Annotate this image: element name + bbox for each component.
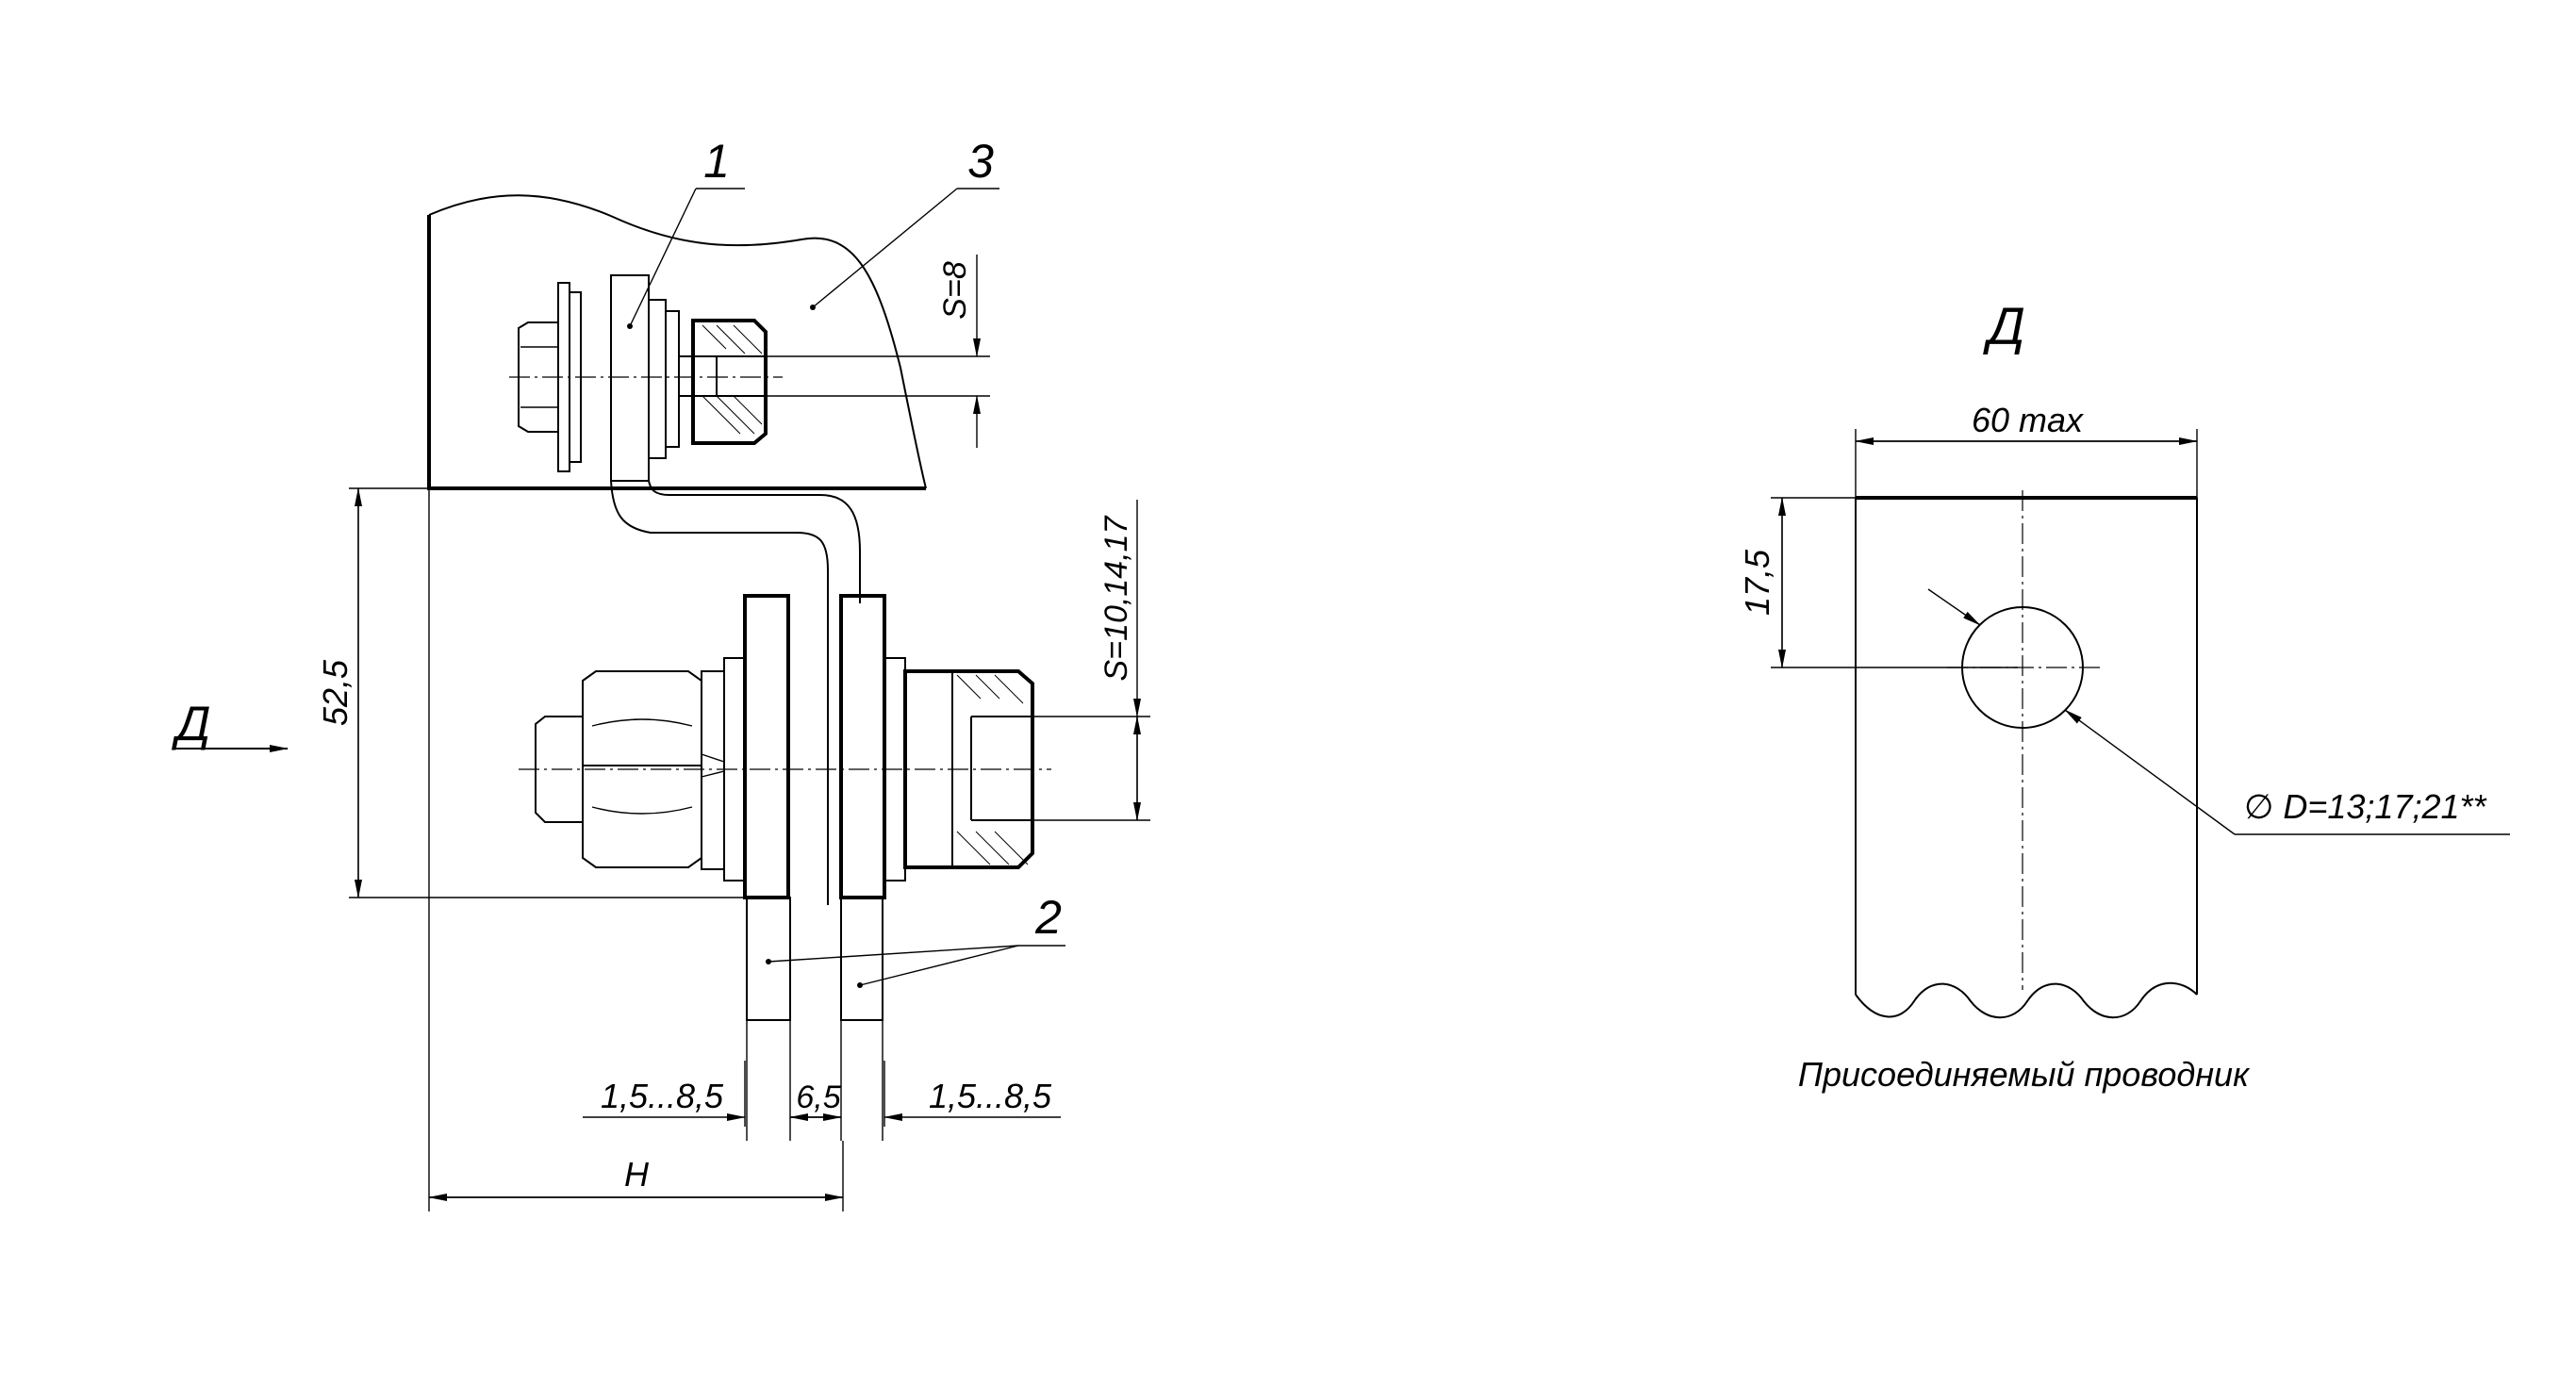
part-number-1: 1 xyxy=(703,135,730,188)
conductor-outline xyxy=(1855,496,2198,1019)
dimension-s-bottom-label: S=10,14,17 xyxy=(1098,515,1134,681)
part-number-2: 2 xyxy=(1034,891,1062,944)
dimension-gap-right-label: 1,5...8,5 xyxy=(929,1077,1052,1115)
dimension-h-label: H xyxy=(624,1155,650,1194)
part-number-3: 3 xyxy=(967,135,994,188)
dimension-offset xyxy=(1771,497,2018,668)
assembly-view: 1 3 2 Д S=8 S=10,14,17 xyxy=(172,135,1150,1211)
upper-nut-section xyxy=(691,319,768,445)
dimension-s-bottom xyxy=(1032,500,1150,821)
dimension-s-top xyxy=(766,255,990,448)
view-title: Д xyxy=(1982,296,2024,355)
dimension-width xyxy=(1855,429,2198,498)
dimension-height-label: 52,5 xyxy=(316,659,355,726)
dimension-gap-mid-label: 6,5 xyxy=(796,1079,840,1115)
part-leaders xyxy=(627,188,1065,988)
dimension-offset-label: 17,5 xyxy=(1738,549,1776,616)
upper-bolt-assembly xyxy=(509,274,783,482)
dimension-diameter xyxy=(1927,588,2510,835)
dimension-width-label: 60 max xyxy=(1972,401,2085,439)
dimension-diameter-label: ∅ D=13;17;21** xyxy=(2244,787,2487,826)
conductor-caption: Присоединяемый проводник xyxy=(1798,1055,2251,1094)
dimension-chain-bottom xyxy=(428,488,1061,1211)
dimension-s-top-label: S=8 xyxy=(937,261,973,320)
conductor-view: Д 60 max 17,5 xyxy=(1738,296,2510,1094)
bent-strap xyxy=(610,480,861,905)
housing-part-3 xyxy=(427,194,927,490)
lower-bolt-assembly xyxy=(519,594,1051,899)
view-mark-label: Д xyxy=(172,697,211,751)
dimension-gap-left-label: 1,5...8,5 xyxy=(601,1077,724,1115)
dimension-height xyxy=(349,487,745,898)
